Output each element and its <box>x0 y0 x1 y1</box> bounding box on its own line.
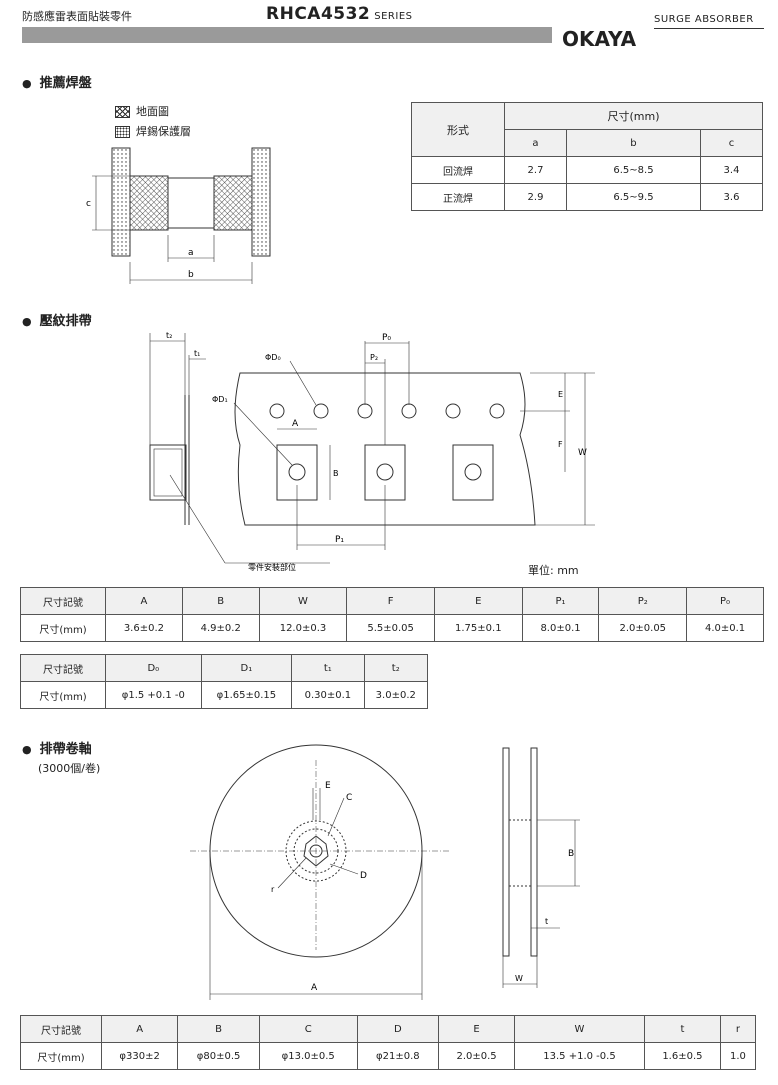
table-row: 回流焊 2.7 6.5~8.5 3.4 <box>411 156 764 184</box>
land-pattern-diagram: c a b <box>86 147 271 284</box>
section3-title: 排帶卷軸 <box>22 738 92 757</box>
table-row: 尺寸(mm) φ330±2 φ80±0.5 φ13.0±0.5 φ21±0.8 … <box>20 1042 757 1070</box>
reel-B-label: B <box>568 849 574 859</box>
d0-label: ΦD₀ <box>265 353 281 362</box>
unit-label: 單位: mm <box>528 564 579 577</box>
reel-W-label: W <box>515 974 523 983</box>
category-label: SURGE ABSORBER <box>654 14 754 25</box>
col-a: a <box>504 129 567 157</box>
dim-W-label: W <box>578 448 587 458</box>
reel-A-label: A <box>311 983 318 993</box>
table-row: 尺寸(mm) 3.6±0.2 4.9±0.2 12.0±0.3 5.5±0.05… <box>20 614 764 642</box>
reel-D-label: D <box>360 871 367 881</box>
reel-r-label: r <box>271 885 275 894</box>
dim-header: 尺寸(mm) <box>504 102 763 130</box>
dim-a-label: a <box>188 248 194 258</box>
section2-title: 壓紋排帶 <box>22 310 92 329</box>
dim-c-label: c <box>86 199 91 209</box>
reel-t-label: t <box>545 917 548 926</box>
legend-land: 地面圖 <box>115 103 169 119</box>
col-b: b <box>565 129 701 157</box>
reel-diagram: E C D r A B t W <box>190 744 580 1000</box>
dim-P0-label: P₀ <box>382 333 391 343</box>
tape-dim-table-1: 尺寸記號 A B W F E P₁ P₂ P₀ 尺寸(mm) 3.6±0.2 4… <box>20 587 764 642</box>
tape-dim-table-2: 尺寸記號 D₀ D₁ t₁ t₂ 尺寸(mm) φ1.5 +0.1 -0 φ1.… <box>20 654 429 709</box>
series-label: SERIES <box>374 11 413 22</box>
dim-E-label: E <box>558 390 563 399</box>
reel-C-label: C <box>346 793 352 803</box>
section1-title: 推薦焊盤 <box>22 72 92 91</box>
land-pattern-table: 形式 尺寸(mm) a b c 回流焊 2.7 6.5~8.5 3.4 正流焊 … <box>411 102 764 211</box>
d1-label: ΦD₁ <box>212 395 228 404</box>
embossed-tape-diagram: t₂ t₁ A B P₁ P₀ P₂ ΦD₀ ΦD₁ E F W 零件安裝部位 <box>149 331 595 572</box>
dim-P1-label: P₁ <box>335 535 344 545</box>
table-row: 尺寸(mm) φ1.5 +0.1 -0 φ1.65±0.15 0.30±0.1 … <box>20 681 429 709</box>
table-row: 正流焊 2.9 6.5~9.5 3.6 <box>411 183 764 211</box>
dim-F-label: F <box>558 440 563 449</box>
form-header: 形式 <box>411 102 505 157</box>
dim-b-label: b <box>188 270 194 280</box>
dim-P2-label: P₂ <box>370 353 378 362</box>
reel-dim-table: 尺寸記號 A B C D E W t r 尺寸(mm) φ330±2 φ80±0… <box>20 1015 757 1070</box>
header-left-title: 防感應雷表面貼裝零件 <box>22 10 132 23</box>
dim-B-label: B <box>333 469 339 478</box>
dots-swatch-icon <box>115 126 130 138</box>
hatch-swatch-icon <box>115 106 130 118</box>
header-bar <box>22 27 552 43</box>
t1-label: t₁ <box>194 349 200 358</box>
col-c: c <box>699 129 764 157</box>
mount-label: 零件安裝部位 <box>248 562 296 572</box>
legend-resist: 焊錫保護層 <box>115 123 191 139</box>
reel-E-label: E <box>325 781 331 791</box>
brand-logo: OKAYA <box>562 27 637 51</box>
dim-A-label: A <box>292 419 299 429</box>
header-rule <box>654 28 764 29</box>
section3-subtitle: (3000個/卷) <box>38 762 101 775</box>
t2-label: t₂ <box>166 331 172 340</box>
